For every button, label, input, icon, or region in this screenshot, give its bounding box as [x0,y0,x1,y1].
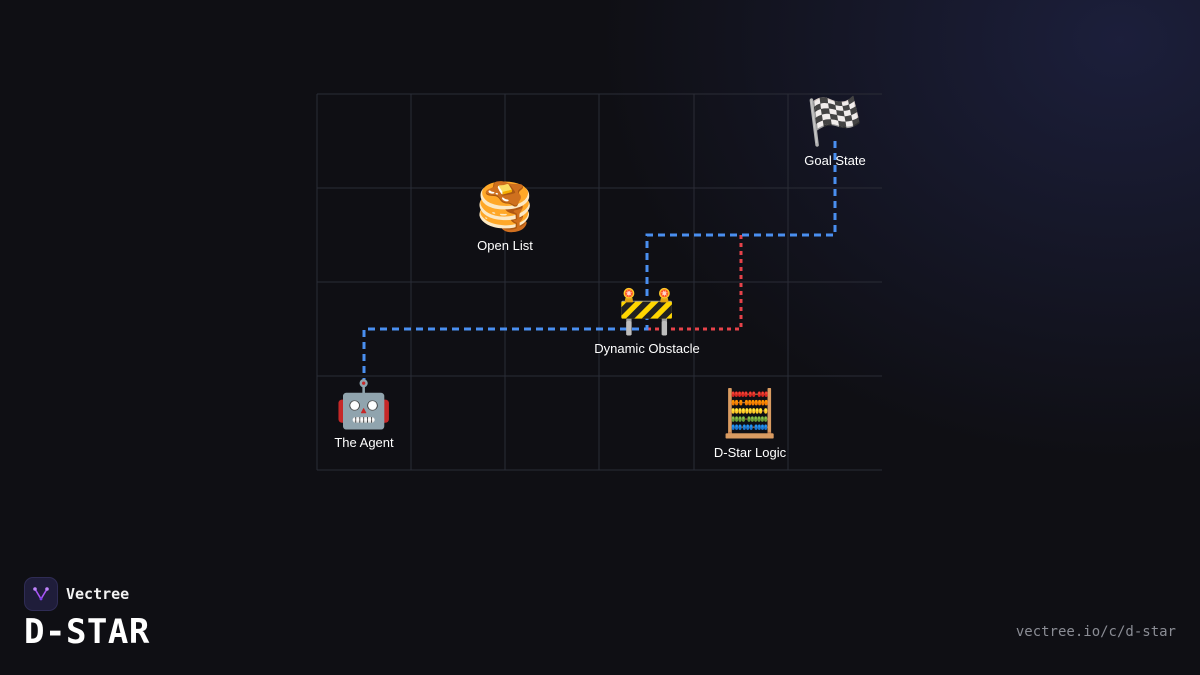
node-goal-state: 🏁 Goal State [804,94,865,168]
vectree-logo-icon [24,577,58,611]
pancakes-icon: 🥞 [476,179,533,235]
node-label-dynamic-obstacle: Dynamic Obstacle [594,341,699,356]
node-label-d-star-logic: D-Star Logic [714,445,787,460]
node-dynamic-obstacle: 🚧 Dynamic Obstacle [594,283,699,356]
node-label-the-agent: The Agent [334,435,394,450]
node-label-goal-state: Goal State [804,153,865,168]
node-the-agent: 🤖 The Agent [334,377,394,450]
grid [316,93,882,471]
node-open-list: 🥞 Open List [476,179,533,253]
brand: Vectree [24,577,129,611]
checkered-flag-icon: 🏁 [806,94,863,148]
planned-path-blue [362,140,837,385]
node-d-star-logic: 🧮 D-Star Logic [714,386,787,460]
brand-name: Vectree [66,585,130,603]
construction-barrier-icon: 🚧 [618,283,675,337]
page-title: D-STAR [24,612,150,652]
page-url: vectree.io/c/d-star [1015,624,1176,640]
vectree-logo-mark [33,587,49,601]
robot-icon: 🤖 [335,377,392,431]
node-label-open-list: Open List [477,238,533,253]
abacus-icon: 🧮 [721,386,778,440]
